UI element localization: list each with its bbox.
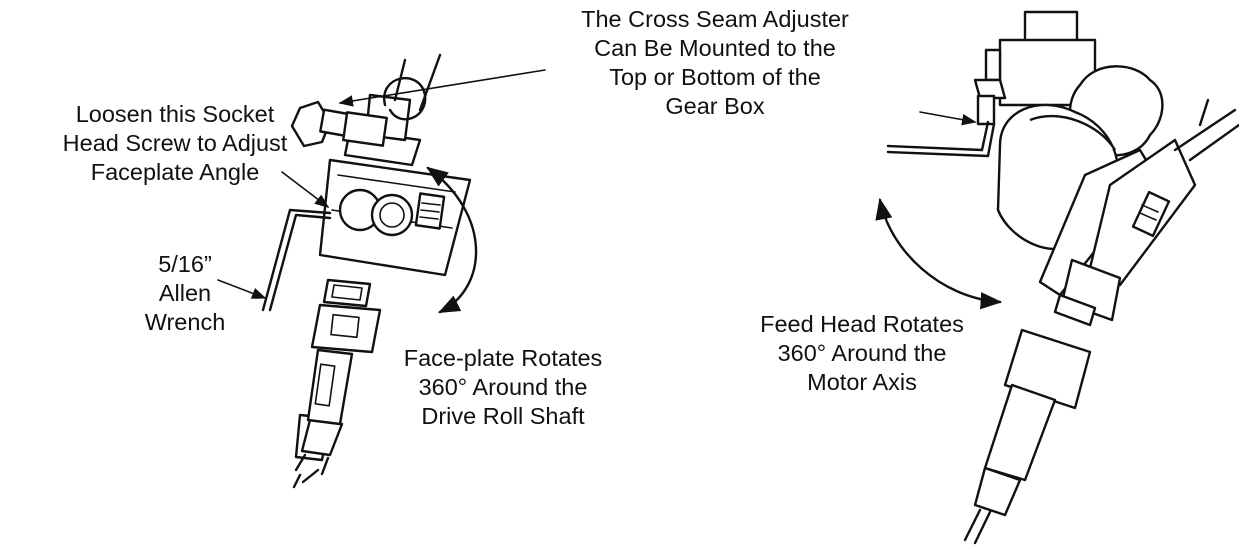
- faceplate-rotates-line-2: 360° Around the: [418, 374, 588, 400]
- faceplate-rotates-label: Face-plate Rotates 360° Around the Drive…: [368, 344, 638, 431]
- cross-seam-line-4: Gear Box: [665, 93, 765, 119]
- feed-head-rotates-line-1: Feed Head Rotates: [760, 311, 964, 337]
- cross-seam-line-1: The Cross Seam Adjuster: [581, 6, 849, 32]
- allen-wrench-label: 5/16” Allen Wrench: [115, 250, 255, 337]
- loosen-screw-label: Loosen this Socket Head Screw to Adjust …: [40, 100, 310, 187]
- faceplate-rotation-arrow: [426, 166, 478, 314]
- feed-head-rotation-arrow: [875, 197, 1003, 310]
- allen-wrench-leader-arrow: [217, 279, 267, 299]
- cross-seam-line-3: Top or Bottom of the: [609, 64, 821, 90]
- feed-head-rotates-line-2: 360° Around the: [777, 340, 947, 366]
- feed-head-assembly-drawing: [886, 10, 1239, 545]
- feed-head-rotates-line-3: Motor Axis: [807, 369, 917, 395]
- cross-seam-line-2: Can Be Mounted to the: [594, 35, 836, 61]
- cross-seam-leader-arrow: [338, 69, 546, 107]
- socket-screw-leader-arrow: [281, 171, 330, 208]
- faceplate-rotates-line-1: Face-plate Rotates: [403, 345, 603, 371]
- right-wrench-leader-arrow: [919, 111, 977, 126]
- cross-seam-adjuster-label: The Cross Seam Adjuster Can Be Mounted t…: [520, 5, 910, 121]
- loosen-screw-line-3: Faceplate Angle: [90, 159, 260, 185]
- allen-wrench-line-1: 5/16”: [158, 251, 212, 277]
- allen-wrench-line-2: Allen: [158, 280, 212, 306]
- loosen-screw-line-1: Loosen this Socket: [75, 101, 275, 127]
- feed-head-rotates-label: Feed Head Rotates 360° Around the Motor …: [722, 310, 1002, 397]
- allen-wrench-line-3: Wrench: [144, 309, 226, 335]
- loosen-screw-line-2: Head Screw to Adjust: [62, 130, 288, 156]
- faceplate-rotates-line-3: Drive Roll Shaft: [421, 403, 585, 429]
